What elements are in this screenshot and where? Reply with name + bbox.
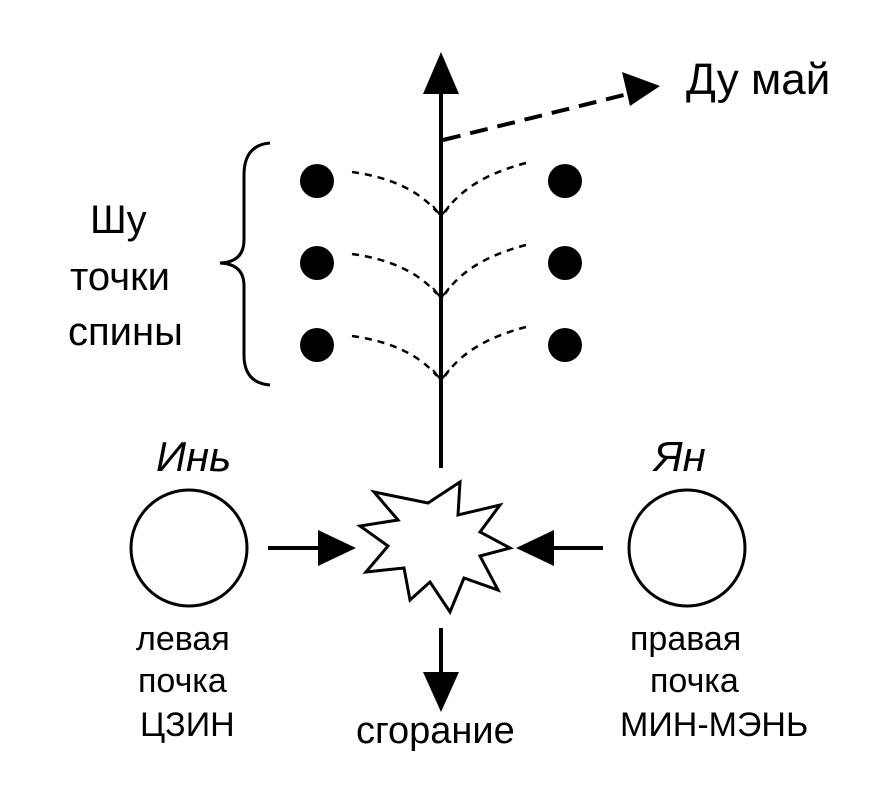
shu-point-left-1	[300, 164, 334, 198]
shu-flow-left-2	[351, 252, 438, 295]
shu-brace	[219, 141, 271, 387]
yin-to-star-arrowhead	[318, 530, 356, 566]
right-kidney-line1: правая	[630, 620, 742, 658]
channel-chevron-2	[432, 287, 450, 300]
shu-flow-right-2	[443, 243, 527, 295]
channel-up-arrowhead	[423, 52, 459, 94]
yin-circle	[129, 488, 249, 608]
shu-flow-right-1	[443, 161, 527, 213]
yang-label: Ян	[654, 433, 706, 480]
du-mai-arrowhead	[622, 72, 660, 106]
right-kidney-line3: МИН-МЭНЬ	[620, 706, 809, 744]
du-mai-dashed-line	[442, 92, 629, 142]
left-kidney-line3: ЦЗИН	[140, 706, 235, 744]
left-kidney-line1: левая	[136, 620, 230, 658]
du-mai-label: Ду май	[686, 55, 831, 104]
shu-point-left-3	[300, 328, 334, 362]
shu-point-right-1	[548, 164, 582, 198]
combustion-star	[356, 479, 515, 616]
yang-circle	[627, 488, 747, 608]
shu-flow-left-1	[351, 170, 438, 213]
channel-chevron-1	[432, 205, 450, 218]
yang-to-star-arrowhead	[516, 530, 554, 566]
combustion-label: сгорание	[356, 710, 515, 752]
shu-flow-right-3	[443, 325, 527, 377]
shu-label-line2: точки	[70, 255, 170, 299]
shu-point-right-3	[548, 328, 582, 362]
shu-label-line1: Шу	[90, 198, 147, 242]
shu-flow-left-3	[351, 334, 438, 377]
yin-label: Инь	[156, 433, 232, 480]
shu-point-left-2	[300, 246, 334, 280]
right-kidney-line2: почка	[650, 662, 739, 700]
channel-chevron-3	[432, 369, 450, 382]
combustion-down-arrowhead	[423, 672, 459, 712]
left-kidney-line2: почка	[138, 662, 227, 700]
shu-point-right-2	[548, 246, 582, 280]
shu-label-line3: спины	[68, 310, 183, 354]
